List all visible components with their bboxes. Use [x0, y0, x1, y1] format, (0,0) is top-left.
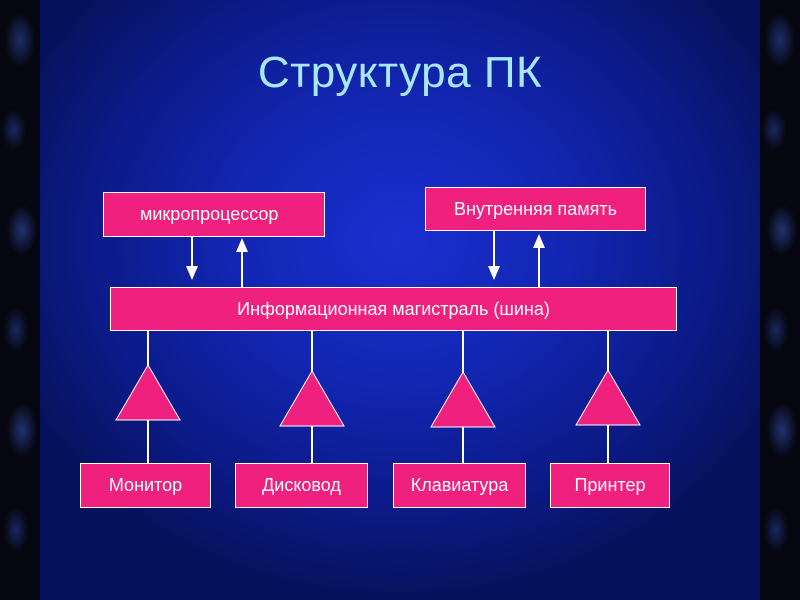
processor-box: микропроцессор [103, 192, 325, 237]
printer-connector [575, 331, 641, 463]
slide-title: Структура ПК [257, 48, 543, 97]
printer-label: Принтер [574, 475, 646, 495]
monitor-connector [115, 331, 181, 463]
disk-drive-connector [279, 331, 345, 463]
memory-up-arrow [533, 234, 545, 287]
right-decorative-border [760, 0, 800, 600]
keyboard-label: Клавиатура [410, 475, 509, 495]
monitor-box: Монитор [80, 463, 211, 508]
printer-box: Принтер [550, 463, 670, 508]
processor-down-arrow [186, 237, 198, 280]
keyboard-box: Клавиатура [393, 463, 526, 508]
keyboard-connector [430, 331, 496, 463]
left-decorative-border [0, 0, 40, 600]
disk-drive-box: Дисковод [235, 463, 368, 508]
processor-up-arrow [236, 238, 248, 287]
monitor-label: Монитор [108, 475, 183, 495]
memory-box: Внутренняя память [425, 187, 646, 231]
memory-label: Внутренняя память [453, 198, 618, 219]
disk-drive-label: Дисковод [262, 475, 341, 495]
bus-label: Информационная магистраль (шина) [237, 298, 550, 319]
memory-down-arrow [488, 231, 500, 280]
bus-box: Информационная магистраль (шина) [110, 287, 677, 331]
processor-label: микропроцессор [140, 204, 279, 224]
